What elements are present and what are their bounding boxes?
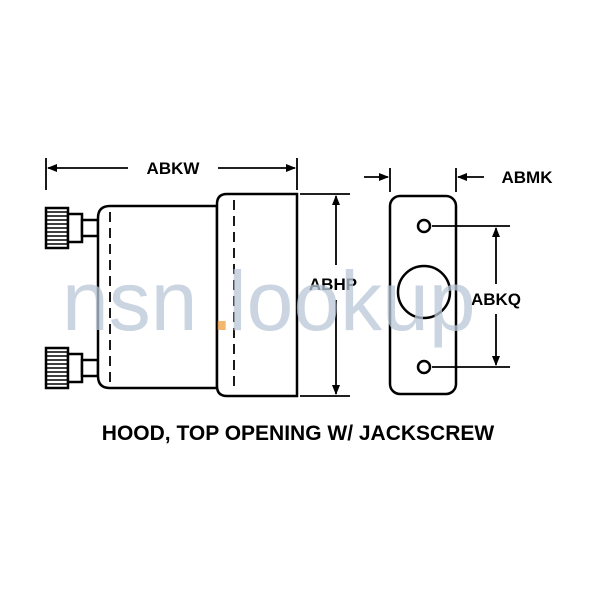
dimension-abmk bbox=[364, 168, 484, 192]
side-view bbox=[44, 192, 299, 398]
watermark-prefix: nsn bbox=[62, 254, 197, 348]
watermark: nsn . lookup bbox=[62, 254, 476, 348]
dimension-abhp bbox=[300, 193, 350, 397]
dimension-abkq-label: ABKQ bbox=[471, 290, 521, 309]
bottom-knurl-lines bbox=[46, 351, 68, 385]
dimension-abhp-label: ABHP bbox=[309, 275, 357, 294]
top-jackscrew-shaft bbox=[80, 218, 100, 238]
diagram-caption: HOOD, TOP OPENING W/ JACKSCREW bbox=[102, 422, 495, 445]
dimension-abkw bbox=[45, 158, 298, 190]
bottom-jackscrew-shaft bbox=[80, 358, 100, 378]
watermark-dot: . bbox=[210, 254, 233, 348]
hood-front-body bbox=[215, 192, 299, 398]
front-view bbox=[388, 194, 458, 396]
top-mounting-hole bbox=[416, 218, 432, 234]
center-opening bbox=[396, 264, 452, 320]
watermark-suffix: lookup bbox=[228, 254, 476, 348]
dimension-abmk-label: ABMK bbox=[502, 168, 554, 187]
top-jackscrew-collar bbox=[66, 212, 84, 244]
bottom-jackscrew-collar bbox=[66, 352, 84, 384]
bottom-mounting-hole bbox=[416, 359, 432, 375]
top-knurl-lines bbox=[46, 211, 68, 245]
dimension-abkq bbox=[432, 225, 510, 368]
dimension-abkw-label: ABKW bbox=[147, 159, 201, 178]
